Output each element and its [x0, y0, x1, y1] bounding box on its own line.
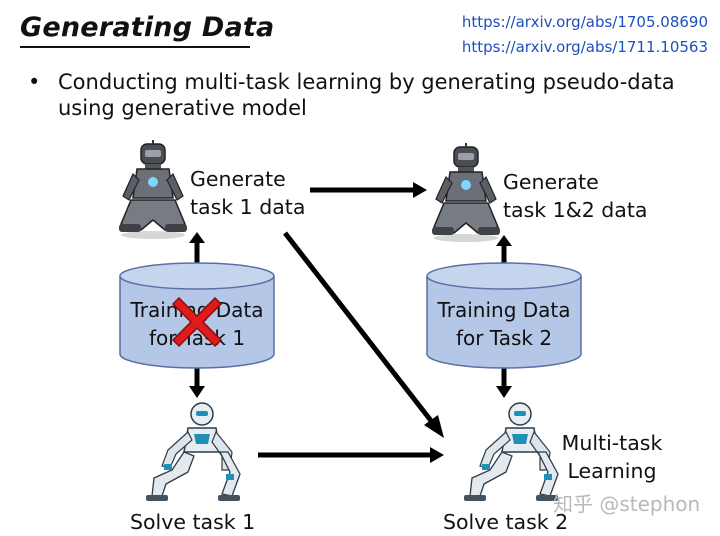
bullet-text: Conducting multi-task learning by genera… — [58, 70, 675, 120]
arrow-gen1-to-solve2 — [283, 231, 434, 424]
solve-task2-label: Solve task 2 — [443, 510, 569, 534]
generate-task12-line2: task 1&2 data — [503, 198, 648, 222]
generate-task12-line1: Generate — [503, 170, 599, 194]
slide-title: Generating Data — [20, 12, 275, 43]
db1-line2: for Task 1 — [148, 326, 246, 350]
training-data-task2-cylinder: Training Data for Task 2 — [426, 262, 582, 370]
arrowhead-gen1-to-gen2 — [413, 182, 427, 198]
bullet-marker: • — [28, 70, 41, 94]
cylinder-2-shape — [426, 262, 582, 369]
generator-robot-1-icon — [119, 140, 187, 239]
generate-task1-line2: task 1 data — [190, 195, 306, 219]
generate-task1-line1: Generate — [190, 167, 286, 191]
red-cross-icon — [171, 296, 223, 348]
arrowhead-gen1-to-solve2 — [424, 415, 444, 438]
training-data-task1-cylinder: Training Data for Task 1 — [119, 262, 275, 370]
arrowhead-db2-to-gen2 — [496, 235, 512, 246]
generator-robot-2-icon — [432, 143, 500, 242]
solve-task1-label: Solve task 1 — [130, 510, 256, 534]
arrowhead-solve1-to-solve2 — [430, 447, 444, 463]
multitask-line1: Multi-task — [561, 431, 663, 455]
arrowhead-db2-to-solve2 — [496, 386, 512, 398]
watermark: 知乎 @stephon — [553, 492, 701, 516]
db2-line2: for Task 2 — [455, 326, 553, 350]
bullet-point: • Conducting multi-task learning by gene… — [28, 69, 698, 121]
multitask-learning-label: Multi-task Learning — [550, 429, 674, 485]
db2-line1: Training Data — [437, 298, 571, 322]
db2-text: Training Data for Task 2 — [426, 296, 582, 352]
solver-robot-1-icon — [146, 402, 241, 501]
arrowhead-db1-to-solve1 — [189, 386, 205, 398]
multitask-line2: Learning — [567, 459, 657, 483]
title-underline — [20, 46, 250, 48]
generate-task1-label: Generate task 1 data — [190, 165, 305, 221]
reference-links: https://arxiv.org/abs/1705.08690 https:/… — [462, 10, 708, 60]
reference-link-1[interactable]: https://arxiv.org/abs/1705.08690 — [461, 13, 708, 31]
reference-link-2[interactable]: https://arxiv.org/abs/1711.10563 — [461, 38, 708, 56]
arrowhead-db1-to-gen1 — [189, 232, 205, 243]
generate-task12-label: Generate task 1&2 data — [503, 168, 647, 224]
solver-robot-2-icon — [464, 402, 559, 501]
